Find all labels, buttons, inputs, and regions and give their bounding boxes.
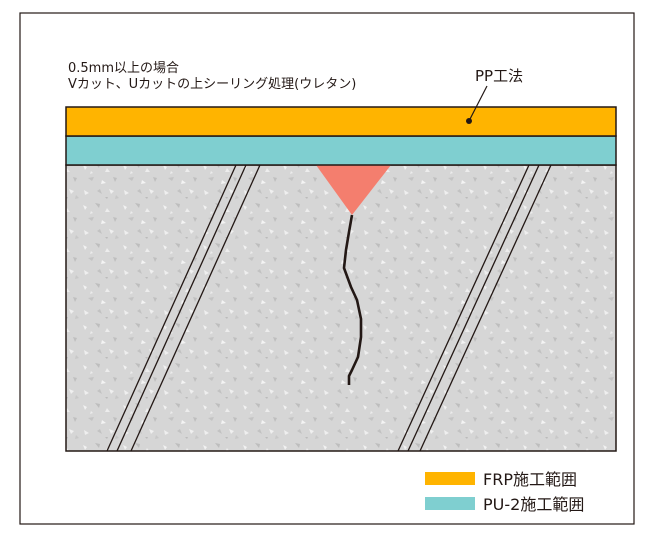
sealing-note-line2: Vカット、Uカットの上シーリング処理(ウレタン) — [68, 77, 357, 92]
sealing-note-line1: 0.5mm以上の場合 — [68, 61, 180, 76]
v-cut-sealant — [316, 165, 391, 215]
method-leader-line — [468, 85, 488, 122]
legend-swatch-pu2 — [425, 496, 475, 510]
crack-line — [342, 214, 363, 385]
legend-swatch-frp — [425, 471, 475, 485]
frp-layer — [65, 106, 617, 137]
legend-item-pu2: PU-2施工範囲 — [425, 491, 584, 515]
diagonal-lines-right — [397, 164, 552, 452]
diagonal-lines-left — [106, 164, 261, 452]
legend-label-pu2: PU-2施工範囲 — [483, 495, 585, 514]
concrete-substrate — [65, 164, 617, 452]
pp-method-label: PP工法 — [475, 67, 524, 85]
legend-item-frp: FRP施工範囲 — [425, 466, 577, 490]
legend-label-frp: FRP施工範囲 — [483, 470, 577, 489]
pu2-layer — [65, 135, 617, 166]
method-leader-dot — [466, 118, 472, 124]
